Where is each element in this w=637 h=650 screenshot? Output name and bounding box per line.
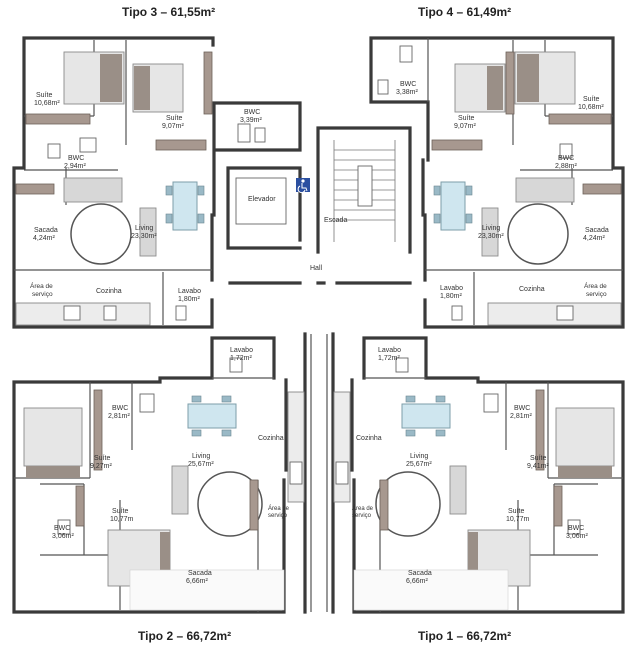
label-cozinha-tipo2: Cozinha bbox=[258, 435, 284, 442]
sofa-tipo3 bbox=[63, 177, 123, 203]
kitchen-counter-tipo2 bbox=[287, 391, 305, 503]
rug-tipo3 bbox=[70, 203, 132, 265]
label-hall: Hall bbox=[310, 265, 323, 272]
stair-well bbox=[357, 165, 373, 207]
building-core: Elevador Escada Hall bbox=[226, 126, 412, 614]
label-escada: Escada bbox=[324, 217, 347, 224]
dining-table-tipo3 bbox=[172, 181, 198, 231]
dining-table-tipo4 bbox=[440, 181, 466, 231]
elevator-shaft bbox=[235, 177, 287, 225]
label-cozinha-tipo4: Cozinha bbox=[519, 286, 545, 293]
kitchen-counter-tipo1 bbox=[333, 391, 351, 503]
dining-table-tipo1 bbox=[401, 403, 451, 429]
label-cozinha-tipo3: Cozinha bbox=[96, 288, 122, 295]
label-cozinha-tipo1: Cozinha bbox=[356, 435, 382, 442]
kitchen-counter-tipo4 bbox=[487, 302, 622, 326]
title-tipo2: Tipo 2 – 66,72m² bbox=[138, 629, 232, 643]
title-tipo1: Tipo 1 – 66,72m² bbox=[418, 629, 512, 643]
bed-suite-a-tipo2 bbox=[23, 407, 83, 467]
kitchen-counter-tipo3 bbox=[15, 302, 151, 326]
title-tipo3: Tipo 3 – 61,55m² bbox=[122, 5, 216, 19]
rug-tipo2 bbox=[197, 471, 263, 537]
label-elevador: Elevador bbox=[248, 196, 276, 203]
rug-tipo1 bbox=[375, 471, 441, 537]
title-tipo4: Tipo 4 – 61,49m² bbox=[418, 5, 512, 19]
wardrobe-tipo3 bbox=[25, 113, 91, 125]
dining-table-tipo2 bbox=[187, 403, 237, 429]
bed-suite-a-tipo1 bbox=[555, 407, 615, 467]
rug-tipo4 bbox=[507, 203, 569, 265]
